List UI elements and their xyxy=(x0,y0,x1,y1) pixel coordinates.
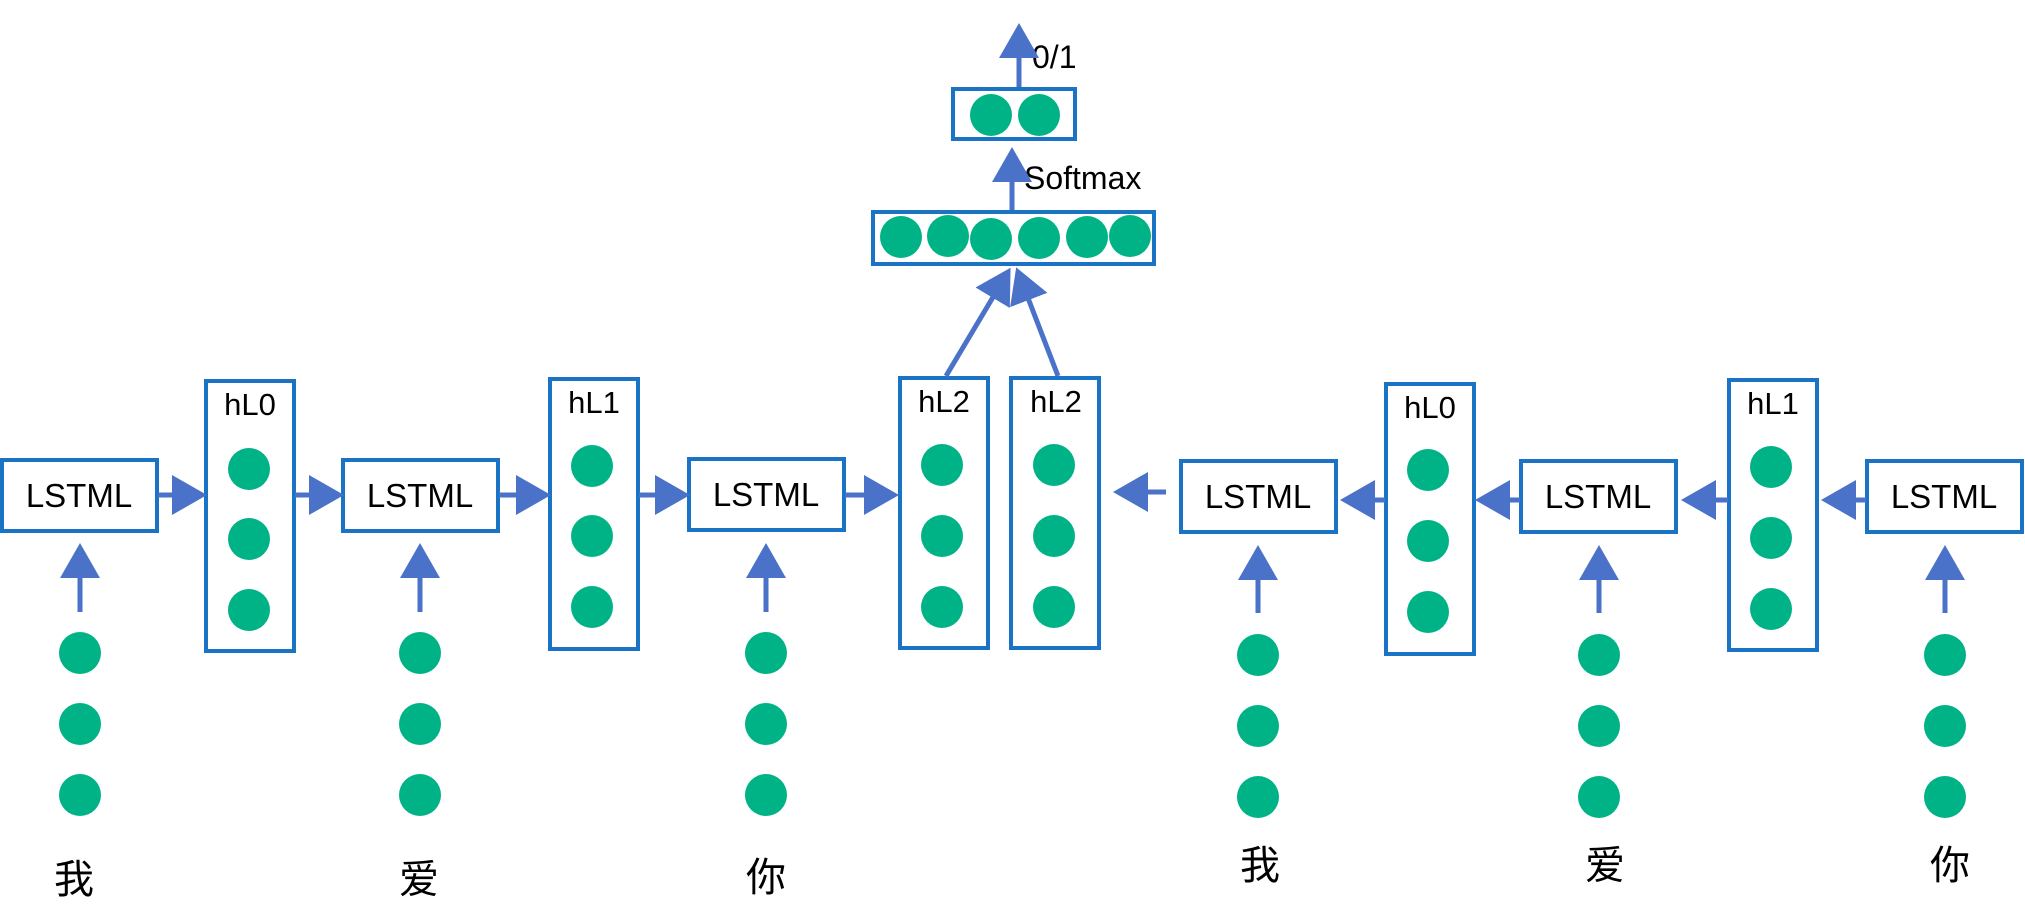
forward-hidden-state-3: hL2 xyxy=(898,376,990,650)
backward-hidden-state-2: hL1 xyxy=(1727,378,1819,652)
input-node xyxy=(1237,705,1279,747)
forward-hidden-label-3: hL2 xyxy=(918,384,970,419)
input-node xyxy=(1578,705,1620,747)
hidden-node xyxy=(228,589,270,631)
merge-arrow xyxy=(1010,267,1061,377)
concat-node xyxy=(880,216,922,258)
input-node xyxy=(1237,776,1279,818)
hidden-node xyxy=(1750,588,1792,630)
hidden-node xyxy=(921,586,963,628)
hidden-node xyxy=(571,515,613,557)
hidden-node xyxy=(1407,591,1449,633)
hidden-node xyxy=(228,448,270,490)
backward-input-word-2: 爱 xyxy=(1585,844,1625,888)
output-label: 0/1 xyxy=(1032,39,1076,75)
backward-input-word-3: 你 xyxy=(1930,844,1970,888)
hidden-node xyxy=(1750,517,1792,559)
forward-input-word-3: 你 xyxy=(746,856,786,900)
hidden-node xyxy=(1407,449,1449,491)
forward-lstm-cell-1: LSTML xyxy=(0,458,159,533)
output-layer xyxy=(951,87,1077,141)
backward-hidden-label-1: hL0 xyxy=(1404,390,1456,425)
input-node xyxy=(1924,776,1966,818)
backward-input-2: 爱 xyxy=(1578,634,1625,888)
concat-layer xyxy=(871,210,1156,266)
backward-lstm-label-2: LSTML xyxy=(1545,478,1651,515)
hidden-node xyxy=(1033,515,1075,557)
forward-lstm-label-3: LSTML xyxy=(713,476,819,513)
forward-input-1: 我 xyxy=(54,632,101,902)
backward-lstm-label-3: LSTML xyxy=(1891,478,1997,515)
softmax-label: Softmax xyxy=(1024,160,1141,196)
merge-arrow xyxy=(943,267,1011,378)
input-node xyxy=(745,632,787,674)
hidden-node xyxy=(921,515,963,557)
forward-input-word-2: 爱 xyxy=(399,858,439,902)
hidden-node xyxy=(571,586,613,628)
input-node xyxy=(399,703,441,745)
output-node xyxy=(1018,94,1060,136)
forward-hidden-state-1: hL0 xyxy=(204,379,296,653)
input-node xyxy=(1237,634,1279,676)
forward-hidden-label-1: hL0 xyxy=(224,387,276,422)
hidden-node xyxy=(921,444,963,486)
output-node xyxy=(970,94,1012,136)
forward-lstm-label-2: LSTML xyxy=(367,477,473,514)
backward-lstm-label-1: LSTML xyxy=(1205,478,1311,515)
concat-node xyxy=(927,215,969,257)
connection-arrows xyxy=(60,23,1965,613)
input-node xyxy=(745,774,787,816)
backward-hidden-state-3: hL2 xyxy=(1009,376,1101,650)
input-node xyxy=(59,774,101,816)
backward-hidden-label-3: hL2 xyxy=(1030,384,1082,419)
hidden-node xyxy=(1033,586,1075,628)
forward-hidden-label-2: hL1 xyxy=(568,385,620,420)
hidden-node xyxy=(1750,446,1792,488)
concat-node xyxy=(1018,217,1060,259)
forward-lstm-cell-2: LSTML xyxy=(341,458,500,533)
input-node xyxy=(1924,634,1966,676)
backward-input-1: 我 xyxy=(1237,634,1280,888)
input-node xyxy=(1924,705,1966,747)
backward-hidden-state-1: hL0 xyxy=(1384,382,1476,656)
backward-lstm-cell-2: LSTML xyxy=(1519,459,1678,534)
forward-lstm-label-1: LSTML xyxy=(26,477,132,514)
backward-input-3: 你 xyxy=(1924,634,1970,888)
input-node xyxy=(1578,776,1620,818)
hidden-node xyxy=(571,445,613,487)
forward-input-3: 你 xyxy=(745,632,787,900)
hidden-node xyxy=(1033,444,1075,486)
forward-input-2: 爱 xyxy=(399,632,441,902)
input-node xyxy=(745,703,787,745)
concat-node xyxy=(1109,215,1151,257)
input-node xyxy=(1578,634,1620,676)
backward-lstm-cell-1: LSTML xyxy=(1179,459,1338,534)
forward-hidden-state-2: hL1 xyxy=(548,377,640,651)
hidden-node xyxy=(228,518,270,560)
hidden-node xyxy=(1407,520,1449,562)
backward-hidden-label-2: hL1 xyxy=(1747,386,1799,421)
concat-node xyxy=(1066,216,1108,258)
backward-lstm-cell-3: LSTML xyxy=(1865,459,2024,534)
input-node xyxy=(59,703,101,745)
concat-node xyxy=(970,218,1012,260)
forward-lstm-cell-3: LSTML xyxy=(687,457,846,532)
input-node xyxy=(399,774,441,816)
forward-input-word-1: 我 xyxy=(54,858,94,902)
input-node xyxy=(399,632,441,674)
backward-input-word-1: 我 xyxy=(1240,844,1280,888)
input-node xyxy=(59,632,101,674)
